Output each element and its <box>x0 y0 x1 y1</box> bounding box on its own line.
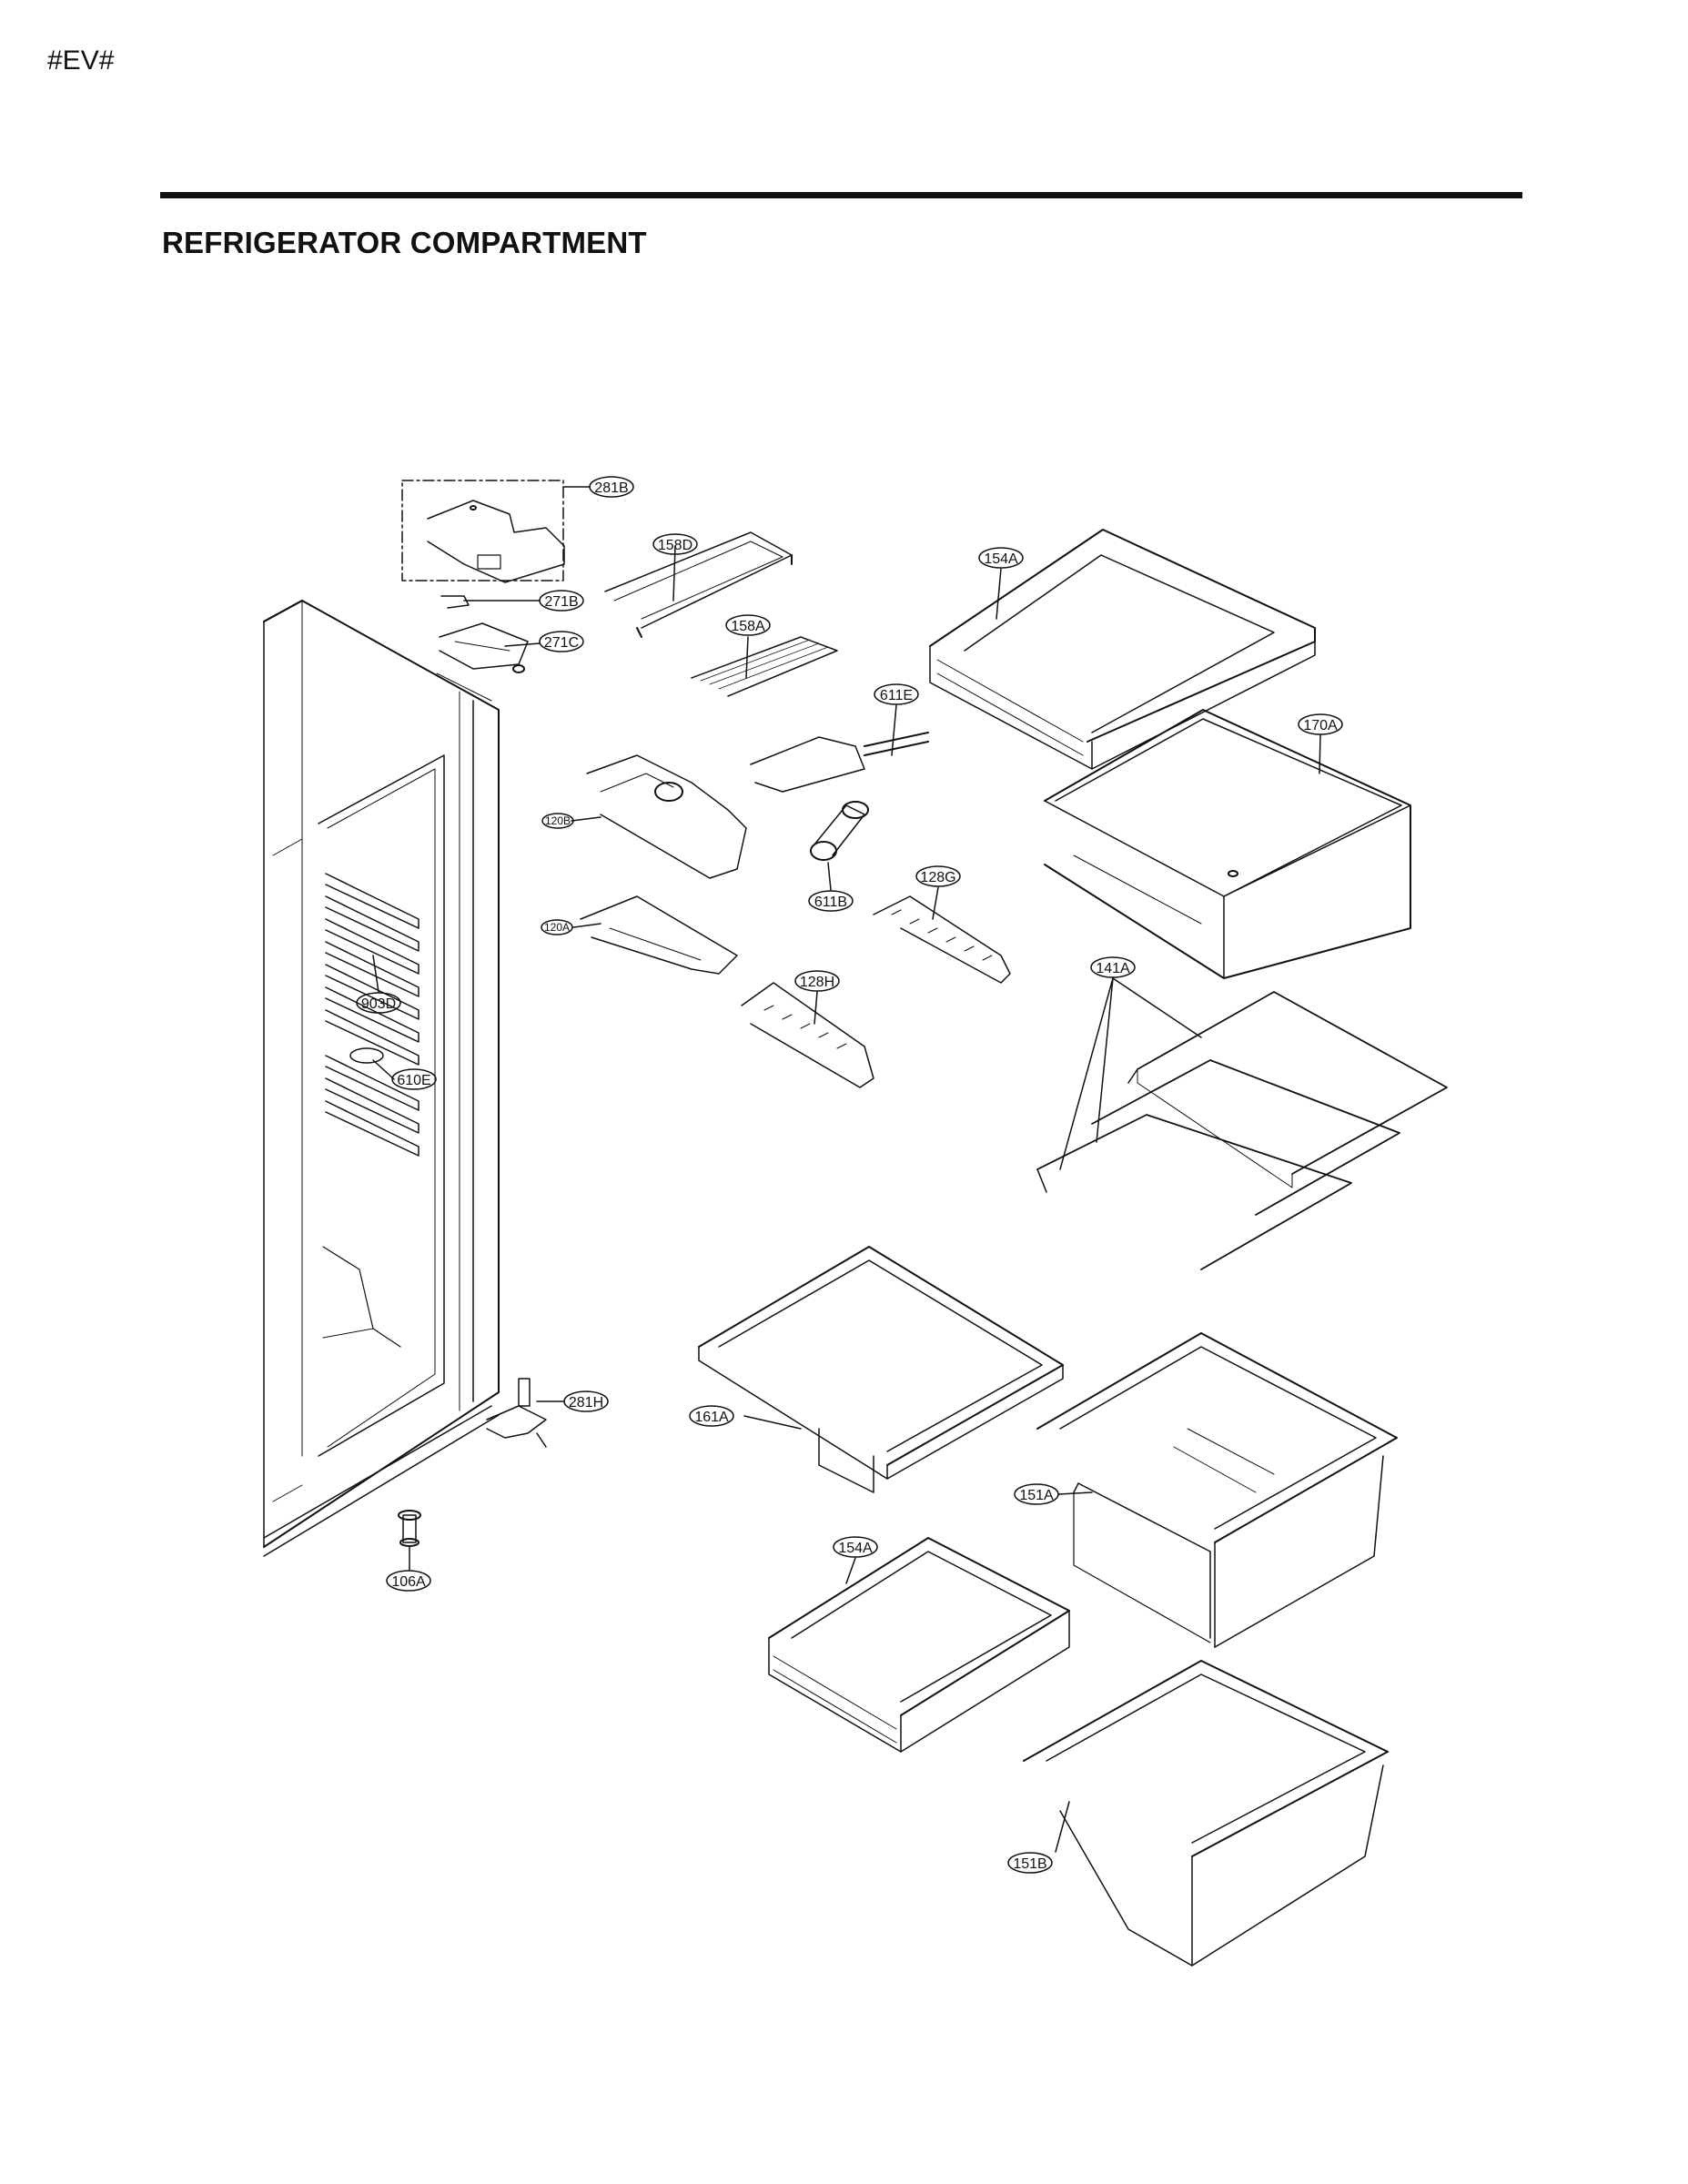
callout-128G: 128G <box>915 865 961 887</box>
callout-120A: 120A <box>541 919 573 935</box>
callout-158D: 158D <box>652 533 698 555</box>
shelf-154A-bottom-drawing <box>768 1537 1070 1753</box>
svg-text:120A: 120A <box>544 921 570 934</box>
svg-text:151A: 151A <box>1019 1488 1054 1503</box>
callout-128H: 128H <box>794 970 840 992</box>
svg-text:170A: 170A <box>1303 718 1338 733</box>
leader-lines <box>372 486 1321 1853</box>
svg-text:611E: 611E <box>880 688 913 703</box>
cover-120A-drawing <box>580 895 738 975</box>
callout-120B: 120B <box>541 813 574 829</box>
svg-text:161A: 161A <box>694 1410 729 1425</box>
callout-158A: 158A <box>725 614 771 636</box>
callout-161A: 161A <box>689 1405 734 1427</box>
part-611E-drawing <box>750 732 929 793</box>
svg-text:271B: 271B <box>544 594 578 610</box>
callout-903D: 903D <box>356 992 401 1014</box>
page-title: REFRIGERATOR COMPARTMENT <box>162 226 647 259</box>
svg-text:128G: 128G <box>920 870 955 885</box>
rail-128H-drawing <box>741 982 874 1088</box>
callout-170A: 170A <box>1298 713 1343 735</box>
crisper-151B-drawing <box>1023 1660 1389 1967</box>
drawer-170A-drawing <box>1044 709 1411 979</box>
callout-281H: 281H <box>563 1390 609 1412</box>
svg-text:106A: 106A <box>391 1574 426 1590</box>
callout-271B: 271B <box>539 590 584 612</box>
svg-text:610E: 610E <box>397 1073 430 1088</box>
svg-text:158A: 158A <box>731 619 765 634</box>
tray-158D-drawing <box>604 531 793 638</box>
shelf-161A-drawing <box>698 1246 1064 1493</box>
svg-text:271C: 271C <box>544 635 579 651</box>
callout-154A-top: 154A <box>978 547 1024 569</box>
svg-text:128H: 128H <box>800 975 834 990</box>
callout-610E: 610E <box>391 1068 437 1090</box>
filter-611B-drawing <box>810 801 869 861</box>
callout-151B: 151B <box>1007 1852 1053 1874</box>
page-code: #EV# <box>47 46 115 76</box>
callout-611E: 611E <box>874 683 919 705</box>
cabinet-drawing <box>263 600 547 1557</box>
svg-text:154A: 154A <box>838 1541 873 1556</box>
callout-611B: 611B <box>808 890 854 912</box>
svg-text:151B: 151B <box>1013 1856 1046 1872</box>
crisper-151A-drawing <box>1036 1332 1398 1648</box>
callout-106A: 106A <box>386 1570 431 1592</box>
svg-text:154A: 154A <box>984 551 1018 567</box>
svg-text:903D: 903D <box>361 996 396 1012</box>
header-rule <box>160 192 1522 198</box>
callout-154A-bottom: 154A <box>833 1536 878 1558</box>
callout-141A: 141A <box>1090 956 1136 978</box>
callout-151A: 151A <box>1014 1483 1059 1505</box>
svg-text:158D: 158D <box>658 538 692 553</box>
svg-text:281B: 281B <box>594 480 628 496</box>
rail-128G-drawing <box>873 895 1011 984</box>
grille-158A-drawing <box>691 636 838 697</box>
housing-120B-drawing <box>586 754 747 879</box>
svg-text:120B: 120B <box>545 814 571 827</box>
callout-281B: 281B <box>589 476 634 498</box>
svg-text:611B: 611B <box>814 895 847 910</box>
svg-text:281H: 281H <box>569 1395 603 1410</box>
callout-271C: 271C <box>539 631 584 652</box>
callouts: 281B 158D 271B 271C 158A 154A 611E 170A … <box>356 476 1343 1874</box>
shelves-141A-drawing <box>1036 991 1448 1270</box>
svg-text:141A: 141A <box>1096 961 1130 976</box>
